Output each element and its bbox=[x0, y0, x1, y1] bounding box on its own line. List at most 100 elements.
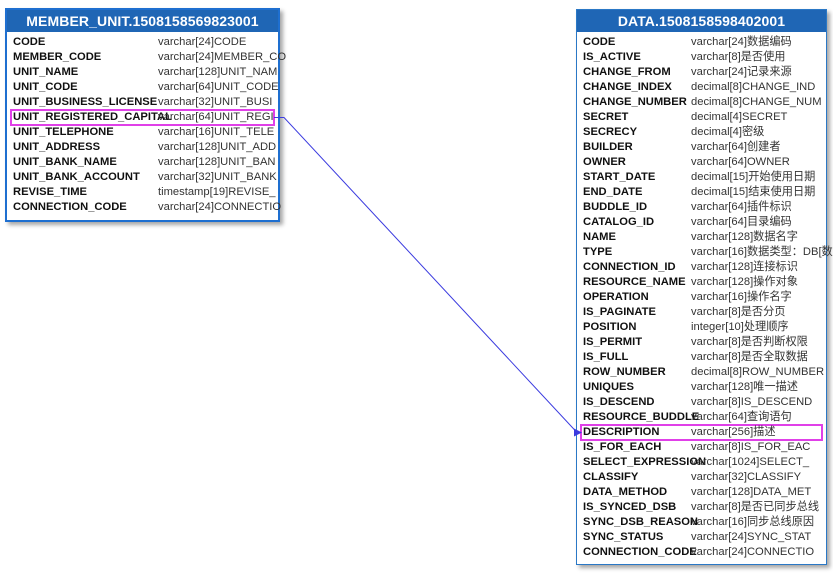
field-type: decimal[8]ROW_NUMBER bbox=[691, 366, 825, 378]
field-name: BUILDER bbox=[583, 141, 633, 153]
field-row-change-from[interactable]: CHANGE_FROM varchar[24]记录来源 bbox=[581, 65, 822, 80]
field-name: CHANGE_FROM bbox=[583, 66, 671, 78]
field-name: SECRET bbox=[583, 111, 629, 123]
field-type: varchar[24]数据编码 bbox=[691, 36, 792, 48]
field-type: timestamp[19]REVISE_ bbox=[158, 186, 276, 198]
field-name: ROW_NUMBER bbox=[583, 366, 666, 378]
field-type: varchar[8]IS_FOR_EAC bbox=[691, 441, 811, 453]
field-row-code[interactable]: CODE varchar[24]数据编码 bbox=[581, 35, 822, 50]
relationship-line[interactable] bbox=[274, 117, 582, 437]
field-type: varchar[24]CONNECTIO bbox=[691, 546, 815, 558]
field-type: varchar[8]是否已同步总线 bbox=[691, 501, 820, 513]
field-name: IS_ACTIVE bbox=[583, 51, 641, 63]
field-name: CHANGE_NUMBER bbox=[583, 96, 687, 108]
field-name: POSITION bbox=[583, 321, 637, 333]
field-name: CATALOG_ID bbox=[583, 216, 655, 228]
field-type: varchar[24]记录来源 bbox=[691, 66, 792, 78]
field-type: decimal[8]CHANGE_NUM bbox=[691, 96, 822, 108]
field-name: CODE bbox=[583, 36, 616, 48]
field-name: DESCRIPTION bbox=[583, 426, 660, 438]
field-type: varchar[32]UNIT_BUSI bbox=[158, 96, 273, 108]
field-type: decimal[15]开始使用日期 bbox=[691, 171, 816, 183]
field-name: UNIT_BANK_ACCOUNT bbox=[13, 171, 140, 183]
field-type: varchar[64]目录编码 bbox=[691, 216, 792, 228]
field-type: varchar[16]操作名字 bbox=[691, 291, 792, 303]
field-type: varchar[128]唯一描述 bbox=[691, 381, 798, 393]
field-row-operation[interactable]: OPERATION varchar[16]操作名字 bbox=[581, 290, 822, 305]
entity-data[interactable]: DATA.1508158598402001 CODE varchar[24]数据编… bbox=[576, 9, 833, 565]
field-type: varchar[128]操作对象 bbox=[691, 276, 798, 288]
field-name: SELECT_EXPRESSION bbox=[583, 456, 707, 468]
field-row-is-active[interactable]: IS_ACTIVE varchar[8]是否使用 bbox=[581, 50, 822, 65]
field-type: varchar[24]MEMBER_CO bbox=[158, 51, 287, 63]
field-type: varchar[128]UNIT_BAN bbox=[158, 156, 276, 168]
field-type: varchar[16]UNIT_TELE bbox=[158, 126, 275, 138]
field-list: CODE varchar[24]数据编码 IS_ACTIVE varchar[8]是否… bbox=[577, 32, 833, 562]
field-row-catalog-id[interactable]: CATALOG_ID varchar[64]目录编码 bbox=[581, 215, 822, 230]
field-type: varchar[16]同步总线原因 bbox=[691, 516, 815, 528]
field-name: OWNER bbox=[583, 156, 626, 168]
entity-title: DATA.1508158598402001 bbox=[577, 10, 826, 32]
field-type: varchar[128]连接标识 bbox=[691, 261, 798, 273]
field-type: varchar[24]CODE bbox=[158, 36, 247, 48]
field-name: TYPE bbox=[583, 246, 613, 258]
field-type: varchar[24]SYNC_STAT bbox=[691, 531, 812, 543]
field-type: varchar[64]插件标识 bbox=[691, 201, 792, 213]
field-name: DATA_METHOD bbox=[583, 486, 668, 498]
field-row-change-number[interactable]: CHANGE_NUMBER decimal[8]CHANGE_NUM bbox=[581, 95, 822, 110]
field-name: OPERATION bbox=[583, 291, 649, 303]
field-row-row-number[interactable]: ROW_NUMBER decimal[8]ROW_NUMBER bbox=[581, 365, 825, 380]
field-type: varchar[128]数据名字 bbox=[691, 231, 798, 243]
field-type: decimal[8]CHANGE_IND bbox=[691, 81, 816, 93]
field-name: UNIT_ADDRESS bbox=[13, 141, 101, 153]
field-name: RESOURCE_BUDDLE bbox=[583, 411, 700, 423]
field-name: CONNECTION_CODE bbox=[13, 201, 127, 213]
field-type: varchar[8]是否使用 bbox=[691, 51, 786, 63]
field-row-type[interactable]: TYPE varchar[16]数据类型：DB[数 bbox=[581, 245, 833, 260]
field-name: IS_FULL bbox=[583, 351, 629, 363]
field-name: IS_PAGINATE bbox=[583, 306, 656, 318]
field-type: varchar[128]UNIT_NAM bbox=[158, 66, 278, 78]
field-type: varchar[16]数据类型：DB[数 bbox=[691, 246, 833, 258]
